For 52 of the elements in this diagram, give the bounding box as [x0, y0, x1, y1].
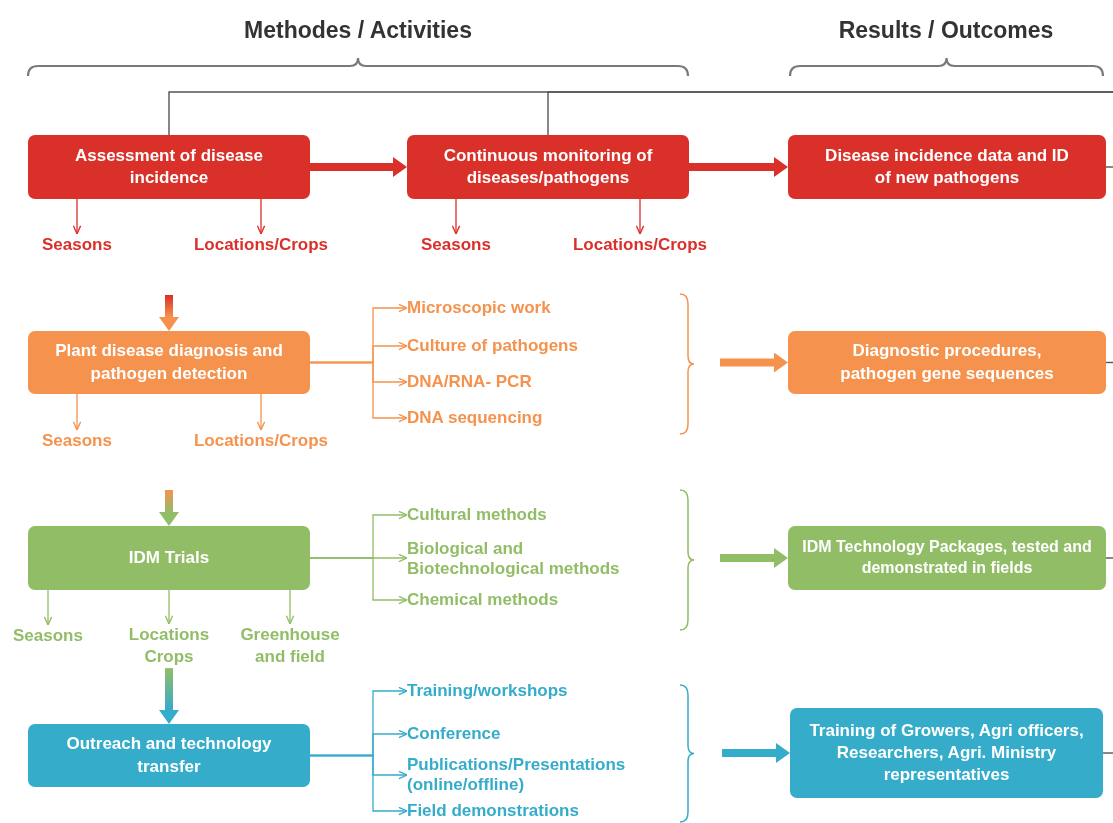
method-label: DNA sequencing [407, 408, 543, 428]
arrow [72, 198, 82, 235]
arrow [285, 589, 295, 625]
arrow [72, 393, 82, 431]
factor-label: Seasons [42, 233, 112, 257]
block-arrow [159, 490, 179, 526]
arrow [635, 198, 645, 235]
arrow [256, 198, 266, 235]
block-arrow [689, 157, 788, 177]
factor-label: Locations/Crops [572, 233, 708, 257]
result-box: Disease incidence data and ID of new pathogens [788, 135, 1106, 199]
method-label: Conference [407, 724, 501, 744]
arrow [309, 754, 408, 816]
connector-line [547, 91, 1113, 136]
result-box: IDM Technology Packages, tested and demonstrated in fields [788, 526, 1106, 590]
method-label: DNA/RNA- PCR [407, 372, 532, 392]
block-arrow [159, 295, 179, 331]
result-box: Training of Growers, Agri officers, Researchers, Agri. Ministry representatives [790, 708, 1103, 798]
process-box: IDM Trials [28, 526, 310, 590]
column-heading: Methodes / Activities [244, 16, 472, 44]
method-label: Biological and Biotechnological methods [407, 539, 657, 579]
arrow [256, 393, 266, 431]
method-label: Publications/Presentations (online/offline) [407, 755, 662, 795]
process-box: Continuous monitoring of diseases/pathogens [407, 135, 689, 199]
factor-label: Seasons [13, 624, 83, 648]
arrow [164, 589, 174, 625]
block-arrow [310, 157, 407, 177]
process-box: Assessment of disease incidence [28, 135, 310, 199]
arrow [43, 589, 53, 626]
method-label: Microscopic work [407, 298, 551, 318]
arrow [309, 361, 408, 423]
method-label: Chemical methods [407, 590, 559, 610]
connector-line [1105, 557, 1113, 559]
column-heading: Results / Outcomes [838, 16, 1054, 44]
block-arrow [159, 668, 179, 724]
factor-label: Seasons [42, 429, 112, 453]
method-label: Cultural methods [407, 505, 547, 525]
method-label: Training/workshops [407, 681, 568, 701]
factor-label: Locations/Crops [193, 233, 329, 257]
method-label: Field demonstrations [407, 801, 579, 821]
arrow [309, 557, 408, 605]
factor-label: Greenhouse and field [240, 623, 340, 669]
arrow [451, 198, 461, 235]
process-box: Outreach and technology transfer [28, 724, 310, 787]
connector-line [1105, 166, 1113, 168]
factor-label: Locations/Crops [193, 429, 329, 453]
factor-label: Seasons [421, 233, 491, 257]
process-box: Plant disease diagnosis and pathogen detection [28, 331, 310, 394]
method-label: Culture of pathogens [407, 336, 578, 356]
result-box: Diagnostic procedures, pathogen gene sequences [788, 331, 1106, 394]
connector-line [1102, 752, 1113, 754]
factor-label: Locations Crops [128, 623, 210, 669]
